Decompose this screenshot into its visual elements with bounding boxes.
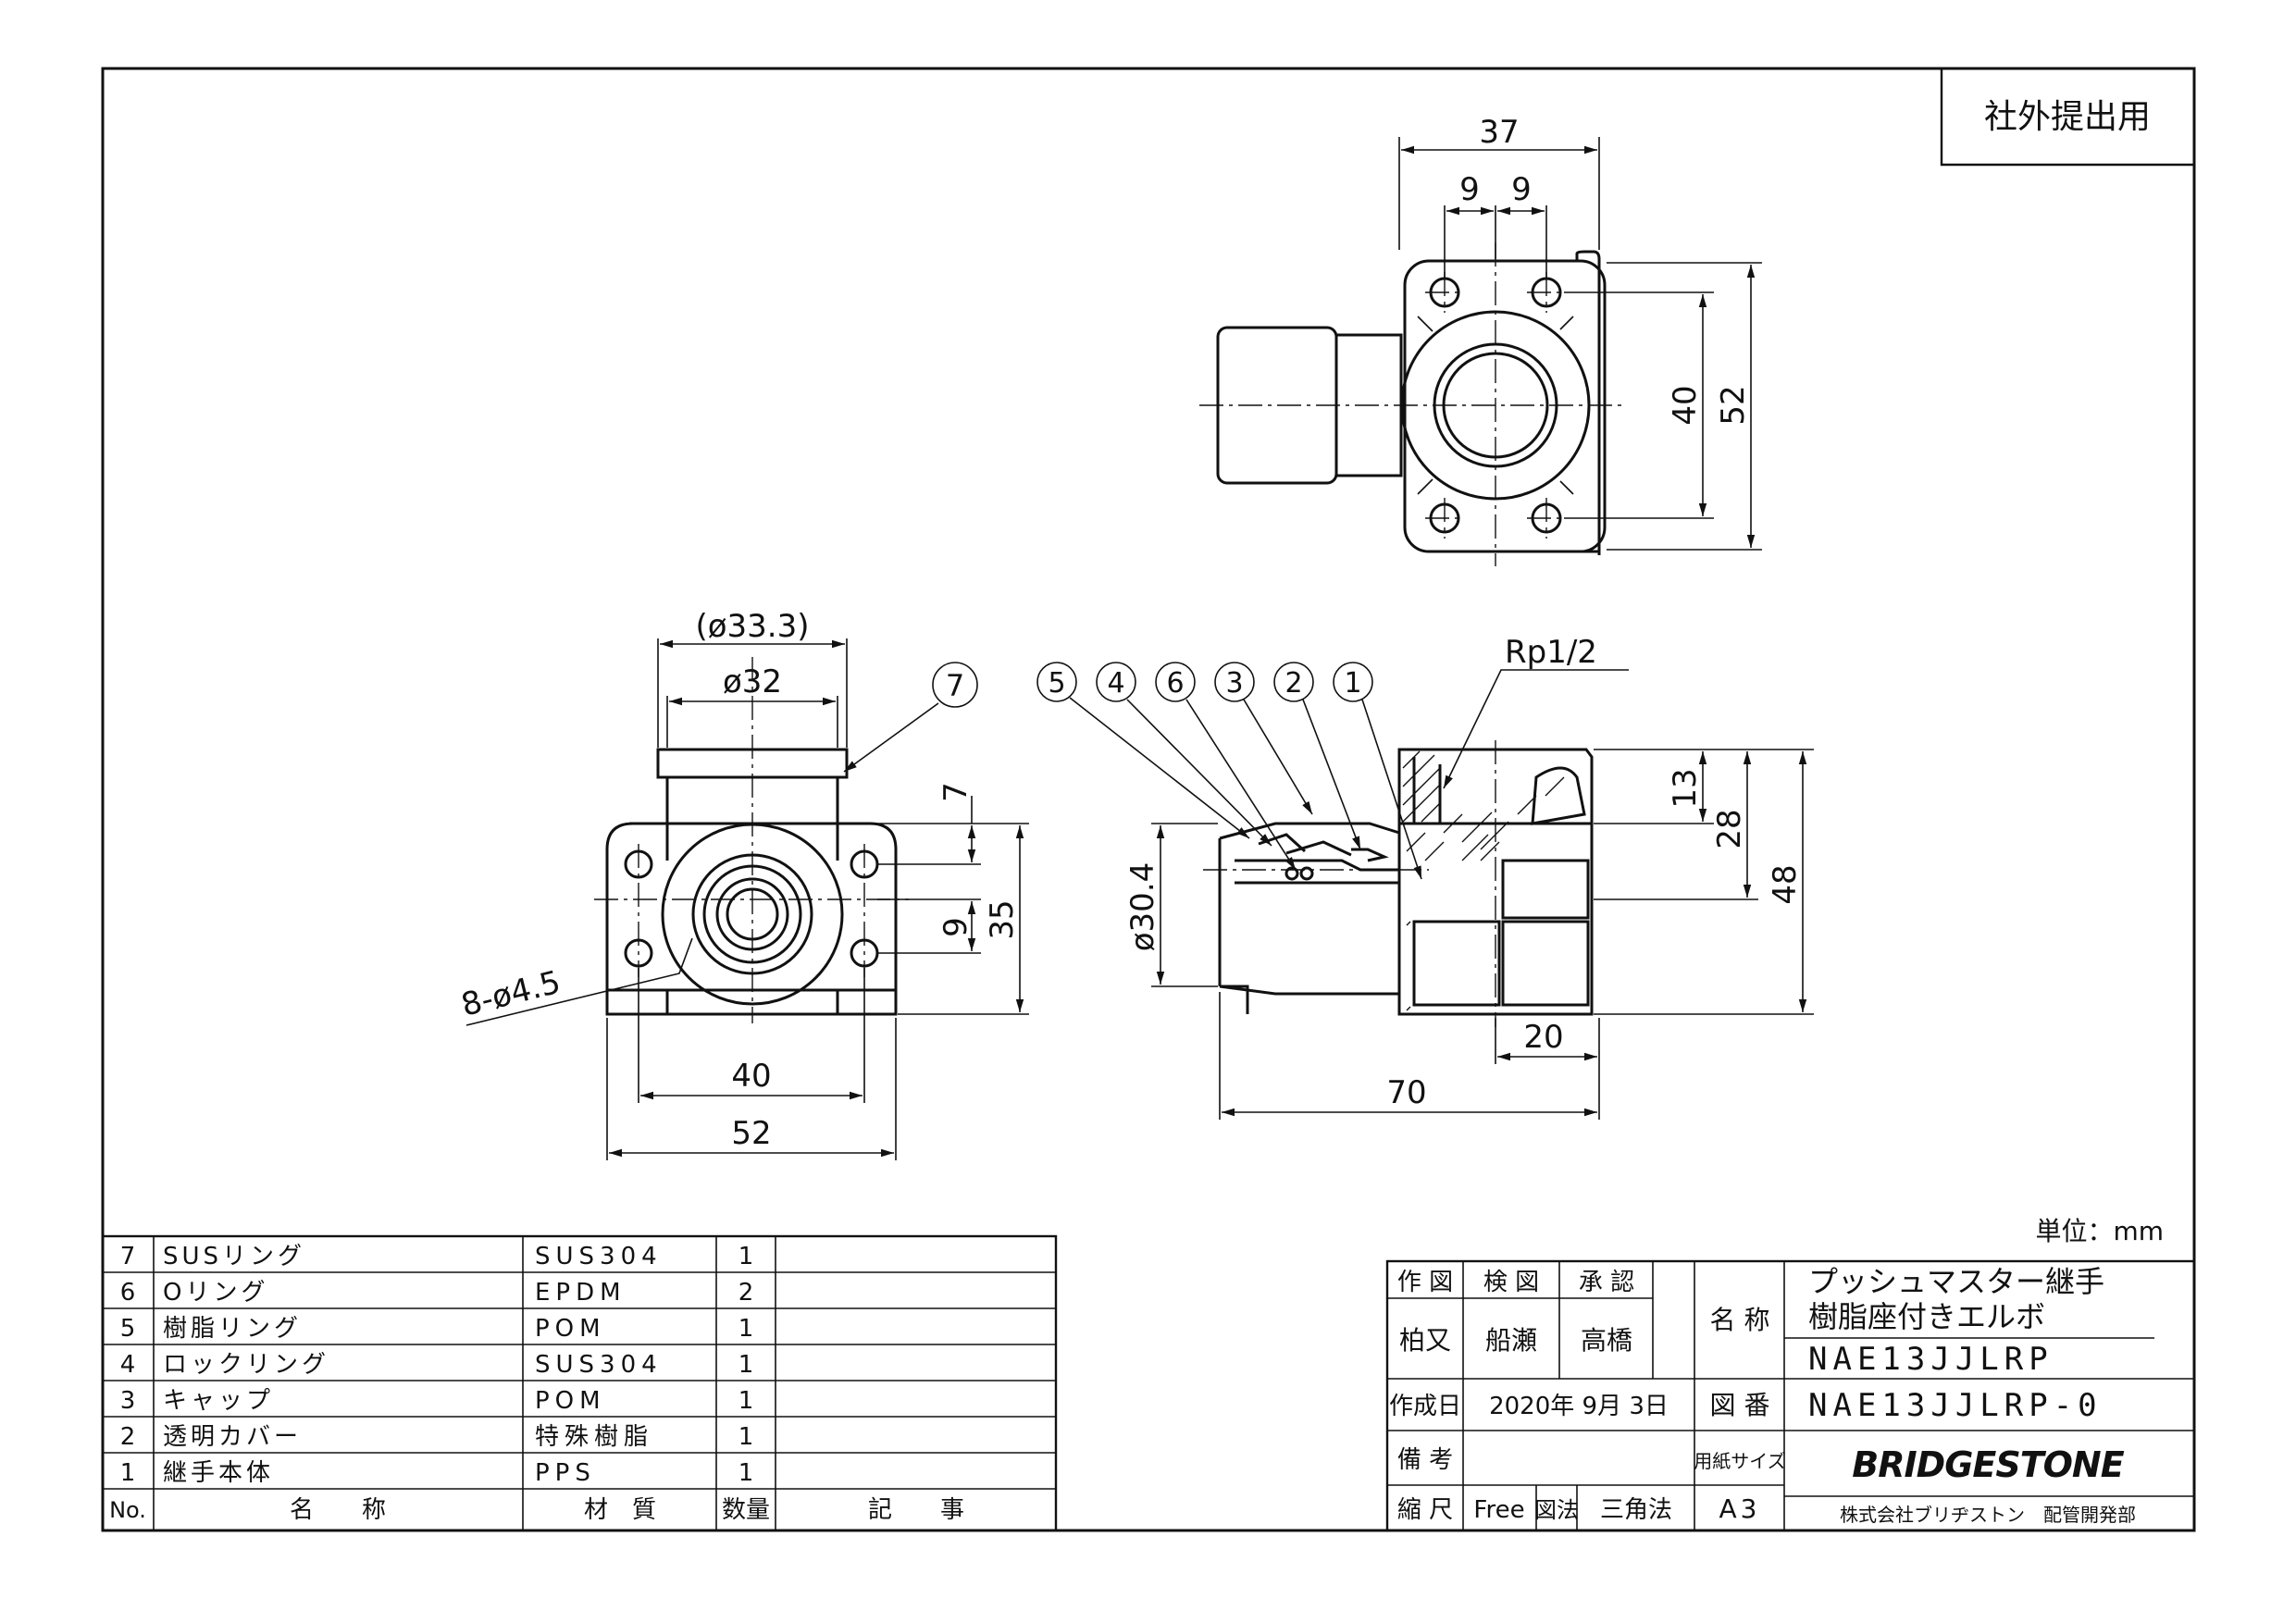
front-view: (ø33.3) ø32 7 8-ø4.5 7 9 35 40 52 [458,608,1029,1160]
company: 株式会社ブリヂストン 配管開発部 [1840,1504,2136,1526]
balloon-2: 2 [1285,667,1302,700]
name-line3: NAE13JJLRP [1808,1341,2054,1378]
side-view: 5 4 6 3 2 1 Rp1/2 ø30.4 13 28 48 [1036,634,1814,1120]
stamp-text: 社外提出用 [1984,98,2151,136]
balloon-5: 5 [1048,667,1065,700]
dim-side-13: 13 [1667,768,1704,808]
dim-front-32: ø32 [723,663,782,700]
val-paper: A3 [1719,1493,1761,1524]
part-no: 5 [120,1315,136,1343]
val-scale: Free [1473,1496,1524,1524]
dim-side-70: 70 [1386,1074,1426,1111]
dim-front-40: 40 [731,1058,771,1095]
val-drawn: 柏又 [1399,1325,1451,1356]
part-no: 3 [120,1387,136,1415]
balloon-4: 4 [1107,667,1124,700]
hdr-method: 図法 [1534,1497,1579,1523]
hdr-approved: 承 認 [1579,1269,1634,1296]
part-material: EPDM [535,1279,627,1307]
dim-front-35: 35 [984,899,1021,939]
dim-side-20: 20 [1523,1019,1563,1056]
part-material: POM [535,1387,606,1415]
name-line2: 樹脂座付きエルボ [1808,1299,2045,1334]
top-view: 37 9 9 40 52 [1199,114,1762,566]
header-note: 記 事 [868,1496,964,1524]
title-block: 作 図 検 図 承 認 柏又 船瀬 高橋 名 称 プッシュマスター継手 樹脂座付… [1385,1259,2196,1532]
val-drawing-no: NAE13JJLRP-0 [1808,1387,2103,1424]
part-name: 樹脂リング [163,1315,302,1343]
val-checked: 船瀬 [1485,1325,1537,1356]
hdr-checked: 検 図 [1483,1269,1539,1296]
hdr-drawing-no: 図 番 [1710,1390,1770,1420]
header-material: 材 質 [584,1496,656,1524]
hdr-scale: 縮 尺 [1397,1496,1453,1524]
val-approved: 高橋 [1581,1325,1632,1356]
part-name: 透明カバー [163,1423,302,1451]
val-method: 三角法 [1600,1496,1672,1524]
part-no: 6 [120,1279,136,1307]
name-line1: プッシュマスター継手 [1808,1264,2104,1299]
parts-table: 7 SUSリング SUS304 1 6 Oリング EPDM 2 5 樹脂リング POM 1 4 ロックリン… [101,1234,1058,1532]
part-qty: 1 [738,1387,754,1415]
header-name: 名 称 [290,1496,386,1524]
dim-side-48: 48 [1767,864,1804,904]
part-no: 7 [120,1243,136,1270]
header-qty: 数量 [722,1496,770,1524]
dim-top-9a: 9 [1459,171,1480,208]
dim-top-37: 37 [1479,114,1519,151]
part-name: 継手本体 [163,1459,274,1487]
part-name: SUSリング [163,1243,305,1270]
part-material: POM [535,1315,606,1343]
part-material: PPS [535,1459,596,1487]
part-qty: 1 [738,1459,754,1487]
dim-top-40: 40 [1667,385,1704,425]
part-no: 4 [120,1351,136,1379]
part-no: 2 [120,1423,136,1451]
header-no: No. [109,1497,146,1523]
part-name: ロックリング [163,1351,329,1379]
balloon-7: 7 [946,668,964,703]
part-name: キャップ [163,1387,274,1415]
part-no: 1 [120,1459,136,1487]
part-qty: 2 [738,1279,754,1307]
part-qty: 1 [738,1315,754,1343]
brand-logo: BRIDGESTONE [1852,1444,2124,1485]
unit-label: 単位：mm [2035,1216,2164,1246]
balloon-6: 6 [1166,667,1184,700]
part-material: SUS304 [535,1351,663,1379]
dim-side-28: 28 [1711,809,1748,849]
part-name: Oリング [163,1279,268,1307]
dim-thread: Rp1/2 [1505,634,1597,671]
dim-top-52: 52 [1715,385,1752,425]
dim-front-7: 7 [937,782,974,802]
part-material: 特殊樹脂 [535,1423,653,1451]
dim-front-9: 9 [937,917,974,937]
hdr-paper: 用紙サイズ [1694,1450,1785,1472]
hdr-name: 名 称 [1710,1305,1770,1335]
balloon-1: 1 [1344,667,1361,700]
balloon-3: 3 [1225,667,1243,700]
part-qty: 1 [738,1351,754,1379]
val-date: 2020年 9月 3日 [1489,1393,1669,1420]
part-material: SUS304 [535,1243,663,1270]
sheet-border [101,67,2196,1532]
dim-side-dia: ø30.4 [1124,862,1161,952]
dim-top-9b: 9 [1511,171,1532,208]
hdr-drawn: 作 図 [1397,1269,1453,1296]
part-qty: 1 [738,1423,754,1451]
hdr-remarks: 備 考 [1397,1446,1453,1474]
hdr-date: 作成日 [1389,1393,1461,1420]
stamp-box: 社外提出用 [1940,68,2194,167]
dim-front-33: (ø33.3) [695,608,809,645]
dim-front-52: 52 [731,1115,771,1152]
part-qty: 1 [738,1243,754,1270]
